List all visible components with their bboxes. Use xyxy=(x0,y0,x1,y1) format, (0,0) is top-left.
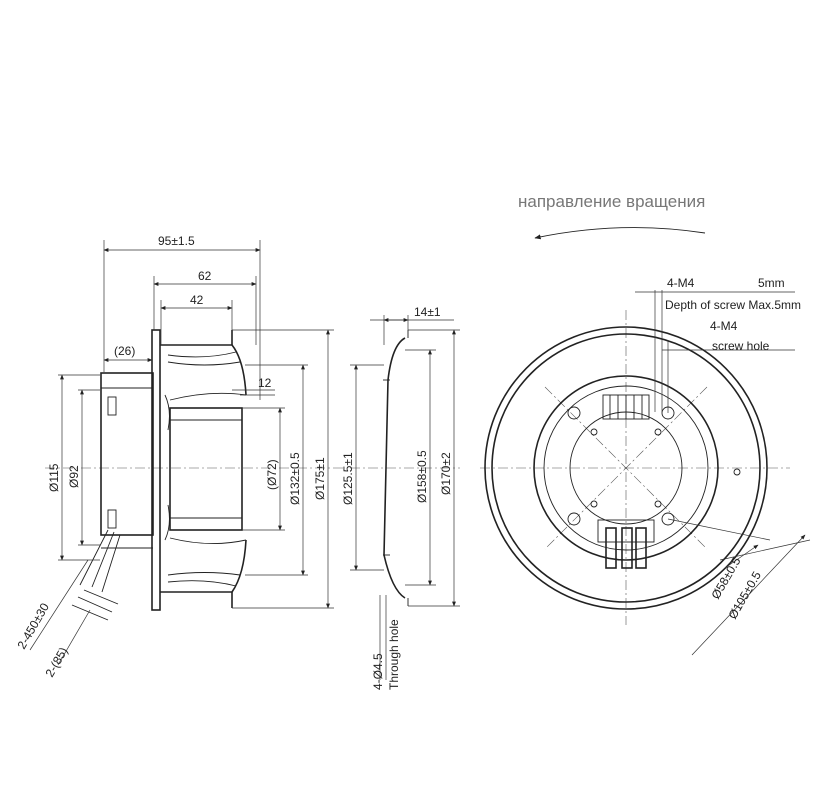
dim-12: 12 xyxy=(258,376,272,390)
dim-lead-strip: 2-(85) xyxy=(42,645,70,680)
connector-bottom xyxy=(107,509,117,529)
shroud-top xyxy=(160,344,247,396)
side-view: 95±1.5 62 42 (26) 12 Ø115 Ø92 (Ø72) Ø132… xyxy=(14,234,345,680)
dim-175: Ø175±1 xyxy=(313,457,327,500)
dim-132: Ø132±0.5 xyxy=(288,452,302,505)
dim-115: Ø115 xyxy=(47,463,61,492)
cooling-fins xyxy=(602,394,650,420)
screw-depth-value: 5mm xyxy=(758,276,785,290)
rotation-label: направление вращения xyxy=(518,192,705,211)
screw-hole-icon xyxy=(567,512,581,526)
dim-42: 42 xyxy=(190,293,204,307)
flange-plate xyxy=(151,329,161,611)
dim-62: 62 xyxy=(198,269,212,283)
dim-95: 95±1.5 xyxy=(158,234,195,248)
screw-hole-icon xyxy=(661,512,675,526)
cable-gland xyxy=(597,519,655,569)
m4-label-b: 4-M4 xyxy=(710,319,738,333)
outer-ring xyxy=(484,326,768,610)
dim-170: Ø170±2 xyxy=(439,452,453,495)
front-view: 4-M4 5mm Depth of screw Max.5mm 4-M4 scr… xyxy=(480,276,811,656)
rotation-arrow-icon xyxy=(534,227,706,240)
connector-top xyxy=(107,396,117,416)
screw-hole-note: screw hole xyxy=(712,339,770,353)
motor-housing xyxy=(533,375,719,561)
impeller-hub xyxy=(169,407,243,531)
shroud-bottom xyxy=(160,539,247,593)
dim-14: 14±1 xyxy=(414,305,441,319)
hole-count: 4-Ø4.5 xyxy=(371,653,385,690)
dim-72: (Ø72) xyxy=(265,459,279,490)
dim-lead-length: 2-450±30 xyxy=(14,600,52,651)
ground-mark-icon xyxy=(733,468,741,476)
screw-depth-note: Depth of screw Max.5mm xyxy=(665,298,801,312)
dim-92: Ø92 xyxy=(67,465,81,488)
hole-note: Through hole xyxy=(387,619,401,690)
dim-26: (26) xyxy=(114,344,135,358)
ring-profile xyxy=(383,337,406,599)
dim-125: Ø125.5±1 xyxy=(341,452,355,505)
inlet-ring-view: 14±1 Ø125.5±1 Ø158±0.5 Ø170±2 4-Ø4.5 Thr… xyxy=(341,305,460,690)
motor-body xyxy=(100,372,154,536)
ring-lip xyxy=(491,333,761,603)
lead-wires xyxy=(79,529,121,593)
rotation-indicator: направление вращения xyxy=(518,192,706,240)
screw-hole-icon xyxy=(567,406,581,420)
dim-158: Ø158±0.5 xyxy=(415,450,429,503)
m4-label-a: 4-M4 xyxy=(667,276,695,290)
